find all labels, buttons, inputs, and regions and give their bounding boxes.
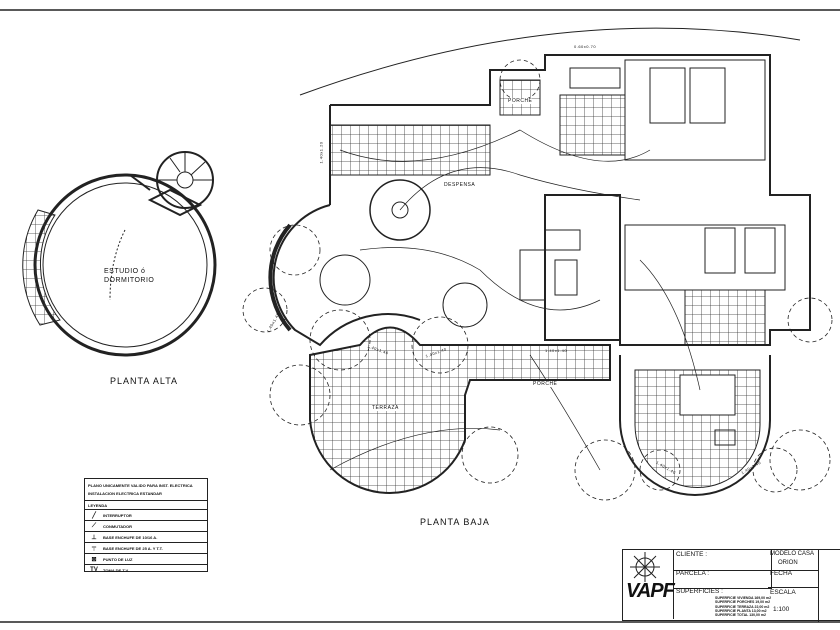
legend-item-label: CONMUTADOR [103,523,133,529]
fecha-label: FECHA [768,569,819,588]
modelo-value: ORION [778,560,798,566]
legend-note-1: PLANO UNICAMENTE VALIDO PARA INST. ELECT… [88,483,193,488]
light-point-icon: ⊠ [91,556,97,563]
commutator-icon: ⟋ [91,522,97,529]
switch-icon: ╱ [92,512,96,519]
circuit-arcs [242,59,833,501]
surface-row: SUPERFICIE PLANTA 13,00 m2 [715,608,767,613]
legend-item-label: BASE ENCHUFE DE 10/16 A. [103,534,158,540]
planta-baja-plan [268,27,811,496]
tv-outlet-icon: TV [90,567,98,573]
legend-item: ╤ BASE ENCHUFE DE 25 A. Y T.T. [85,542,207,553]
window-label: 0.60x0.70 [574,44,597,49]
legend-item: ⟋ CONMUTADOR [85,520,207,531]
cliente-field: CLIENTE : [674,550,772,571]
room-label-estudio: ESTUDIO ó [104,268,146,275]
title-block: VAPF CLIENTE : PARCELA : SUPERFICIES : S… [622,549,840,622]
parcela-field: PARCELA : [674,569,772,589]
planta-alta-title: PLANTA ALTA [110,376,179,386]
legend-item: ╱ INTERRUPTOR [85,509,207,520]
legend-item-label: BASE ENCHUFE DE 25 A. Y T.T. [103,545,163,551]
wiring-curves [329,129,701,471]
vapf-logo [630,552,660,582]
room-label-porche-bottom: PORCHE [533,381,558,387]
electrical-legend: PLANO UNICAMENTE VALIDO PARA INST. ELECT… [84,478,208,575]
escala-value: 1:100 [773,606,790,613]
legend-item: ⊥ BASE ENCHUFE DE 10/16 A. [85,531,207,542]
planta-baja-title: PLANTA BAJA [420,517,490,527]
surface-row: SUPERFICIE PORCHES 19,00 m2 [715,600,771,605]
window-label: 1.40x1.20 [318,141,324,164]
legend-item: TV TOMA DE T.V. [85,564,207,575]
surface-row: SUPERFICIE TOTAL 130,00 m2 [715,613,766,618]
room-label-porche-top: PORCHE [508,98,533,104]
legend-heading: LEYENDA [85,500,207,509]
legend-item-label: INTERRUPTOR [103,512,132,518]
window-label: 1.40x1.40 [545,348,568,353]
legend-item: ⊠ PUNTO DE LUZ [85,553,207,564]
legend-item-label: PUNTO DE LUZ [103,556,133,562]
superficies-label: SUPERFICIES : [676,588,723,595]
escala-label: ESCALA [768,587,819,622]
surface-row: SUPERFICIE TERRAZA 22,00 m2 [715,604,770,609]
legend-item-label: TOMA DE T.V. [103,567,129,573]
legend-note-2: INSTALACION ELECTRICA ESTANDAR [88,491,162,496]
surface-table: SUPERFICIE VIVIENDA 169,00 m2 SUPERFICIE… [715,596,771,617]
planta-alta-plan [22,151,217,357]
vapf-logo-text: VAPF [626,580,675,602]
surface-row: SUPERFICIE VIVIENDA 169,00 m2 [715,596,772,600]
room-label-dormitorio: DORMITORIO [104,277,155,284]
modelo-label: MODELO CASA [768,550,819,571]
socket-25a-icon: ╤ [91,545,97,551]
socket-icon: ⊥ [91,534,97,541]
room-label-despensa: DESPENSA [444,182,476,188]
room-label-terraza: TERRAZA [372,405,399,411]
